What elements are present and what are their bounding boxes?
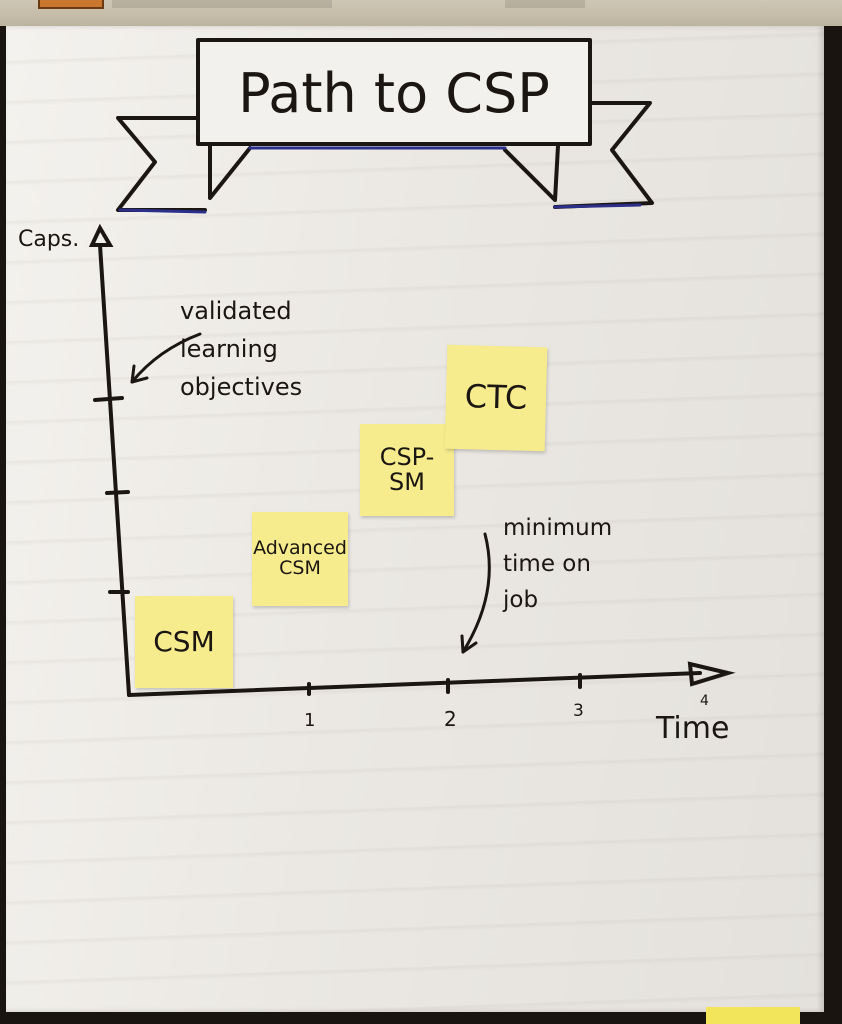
x-tick-label: 3	[573, 701, 584, 721]
x-tick-label: 4	[700, 693, 709, 709]
annotation-learning-objectives: validated learning objectives	[180, 297, 303, 401]
faded-print	[505, 0, 585, 8]
sticky-note-advanced-csm: Advanced CSM	[252, 512, 348, 606]
sticky-note-csp-sm: CSP- SM	[360, 424, 454, 516]
sticky-note-edge	[706, 1007, 800, 1024]
pad-binding-strip	[0, 0, 842, 26]
annotation-minimum-time: minimum time on job	[503, 515, 613, 613]
sticky-note-label: CSP- SM	[379, 442, 435, 496]
page-title: Path to CSP	[238, 62, 550, 125]
sticky-note-label: CSM	[153, 625, 215, 659]
sticky-note-label: Advanced CSM	[253, 537, 347, 579]
pad-brand-logo	[38, 0, 104, 9]
annotation-arrows	[130, 332, 491, 654]
arrow-to-time	[461, 532, 491, 654]
x-axis-label: Time	[655, 711, 729, 746]
sticky-note-csm: CSM	[135, 596, 233, 688]
arrow-to-learning	[130, 332, 202, 384]
x-tick-label: 2	[444, 707, 457, 731]
sticky-note-ctc: CTC	[444, 344, 548, 452]
y-axis-label: Caps.	[18, 227, 79, 252]
flipchart-sheet	[6, 26, 824, 1012]
sticky-note-label: CTC	[464, 377, 528, 418]
title-banner	[116, 38, 654, 214]
chart-axes	[88, 223, 736, 697]
faded-print	[112, 0, 332, 8]
x-tick-label: 1	[304, 710, 315, 731]
